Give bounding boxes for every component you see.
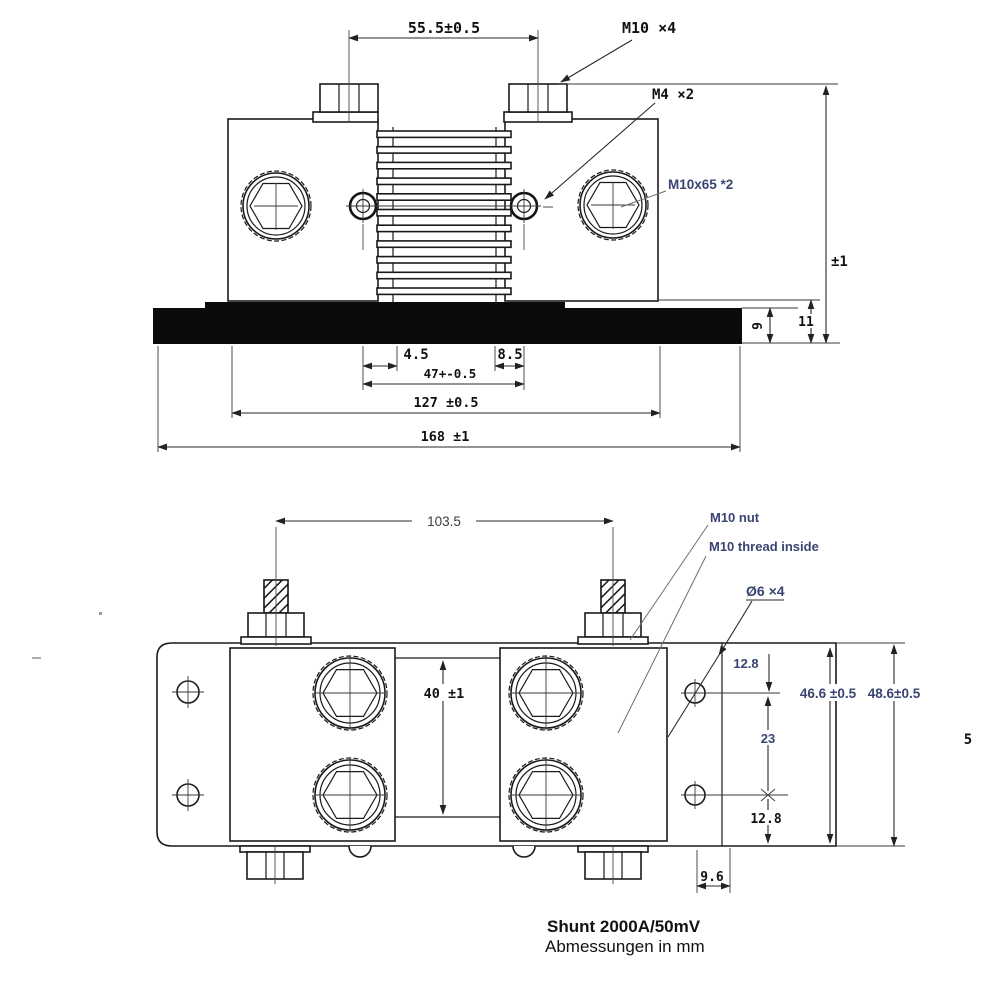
plan-right-dims: 12.8 23 12.8 46.6 ±0.5 48.6±0.5 bbox=[707, 644, 926, 847]
plan-view: 103.5 M10 nut M10 thread inside Ø6 ×4 40… bbox=[156, 510, 926, 893]
front-bottom-dims: 4.5 8.5 47+-0.5 127 ±0.5 168 ±1 bbox=[157, 346, 741, 452]
front-right-stud-nut bbox=[503, 30, 573, 123]
front-label-socket-screw: M10x65 *2 bbox=[620, 177, 733, 208]
sense-screw-label: M4 ×2 bbox=[652, 87, 694, 103]
nut-label: M10 nut bbox=[710, 510, 760, 525]
dim-hole-bottom-label: 12.8 bbox=[750, 812, 781, 827]
socket-screw-label: M10x65 *2 bbox=[668, 177, 733, 192]
dim-plan-stud-spacing-label: 103.5 bbox=[427, 514, 461, 529]
thread-label: M10 thread inside bbox=[709, 539, 819, 554]
plan-dim-element-width: 40 ±1 bbox=[414, 660, 474, 815]
drawing-title: Shunt 2000A/50mV bbox=[547, 917, 701, 936]
plan-right-holes bbox=[681, 679, 709, 809]
stud-label: M10 ×4 bbox=[622, 19, 676, 37]
plan-label-hole: Ø6 ×4 bbox=[667, 583, 785, 738]
plan-dim-hole-edge: 9.6 bbox=[696, 848, 731, 893]
front-busbar bbox=[153, 302, 742, 344]
front-label-sense-screw: M4 ×2 bbox=[544, 87, 694, 200]
dim-element-width-label: 40 ±1 bbox=[424, 686, 465, 702]
plan-labels-m10: M10 nut M10 thread inside bbox=[617, 510, 819, 734]
dim-plate-width-label: 48.6±0.5 bbox=[868, 686, 921, 701]
front-dim-stud-spacing: 55.5±0.5 bbox=[348, 19, 539, 42]
dim-step-height-label: 11 bbox=[798, 315, 814, 330]
front-right-dims: 9 11 ±1 bbox=[658, 85, 853, 344]
front-left-socket-screw-icon bbox=[240, 170, 312, 242]
plan-left-holes bbox=[172, 676, 204, 811]
dim-sense-left-label: 4.5 bbox=[403, 347, 428, 363]
dim-hole-spacing-label: 23 bbox=[761, 731, 775, 746]
plan-bottom-nuts bbox=[239, 845, 649, 884]
dim-busbar-thickness-label: 9 bbox=[751, 322, 766, 330]
dim-overall-height-label: ±1 bbox=[831, 254, 848, 270]
dim-sense-right-label: 8.5 bbox=[497, 347, 522, 363]
dim-hole-edge-label: 9.6 bbox=[700, 870, 724, 885]
plan-dim-stud-spacing: 103.5 bbox=[275, 513, 614, 529]
dim-busbar-width-label: 46.6 ±0.5 bbox=[800, 686, 857, 701]
dim-overall-width-label: 168 ±1 bbox=[421, 429, 470, 445]
dim-hole-top-label: 12.8 bbox=[733, 656, 758, 671]
plan-right-tab bbox=[512, 845, 536, 858]
page-number: 5 bbox=[964, 732, 972, 748]
plan-base-plate bbox=[156, 642, 837, 847]
front-right-socket-screw-icon bbox=[577, 169, 649, 241]
dim-stud-spacing-label: 55.5±0.5 bbox=[408, 19, 480, 37]
plan-left-tab bbox=[348, 845, 372, 858]
front-left-sense-screw-icon bbox=[346, 189, 380, 250]
scan-artifacts bbox=[32, 612, 102, 659]
dim-sense-spacing-label: 47+-0.5 bbox=[424, 366, 477, 381]
front-label-stud: M10 ×4 bbox=[559, 19, 838, 85]
hole-label: Ø6 ×4 bbox=[746, 583, 785, 599]
plan-left-stud bbox=[240, 527, 312, 646]
front-fin-element bbox=[363, 127, 524, 302]
dim-body-width-label: 127 ±0.5 bbox=[413, 395, 478, 411]
plan-socket-screws bbox=[312, 655, 584, 833]
plan-right-stud bbox=[577, 527, 649, 646]
front-left-stud-nut bbox=[312, 30, 379, 123]
front-view: 55.5±0.5 M10 ×4 M4 ×2 M10x65 *2 9 11 bbox=[153, 19, 853, 452]
plan-right-block bbox=[499, 647, 668, 842]
front-right-sense-screw-icon bbox=[507, 189, 553, 250]
plan-left-block bbox=[229, 647, 396, 842]
title-block: Shunt 2000A/50mV Abmessungen in mm bbox=[545, 917, 705, 956]
drawing-subtitle: Abmessungen in mm bbox=[545, 937, 705, 956]
